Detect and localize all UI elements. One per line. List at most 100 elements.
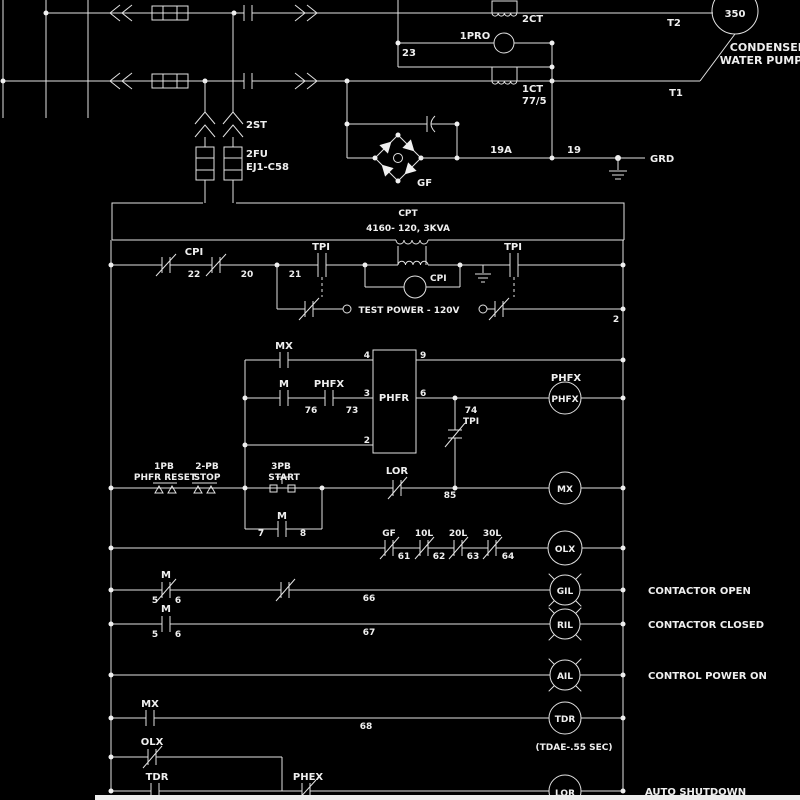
- wire-61: 61: [398, 552, 411, 562]
- 1ct-label: 1CT: [522, 84, 543, 95]
- wire-7: 7: [258, 529, 264, 539]
- 30l-label: 30L: [483, 529, 502, 539]
- wire-20: 20: [241, 270, 254, 280]
- ail-lamp-label: AIL: [557, 672, 573, 682]
- m78-label: M: [277, 511, 287, 522]
- gf-contact-label: GF: [382, 529, 396, 539]
- 2st-label: 2ST: [246, 120, 267, 131]
- current-transformer-1ct: 1CT 77/5: [491, 66, 547, 107]
- pb3-label: 3PB: [271, 462, 291, 472]
- test-nc-contact-1: [298, 297, 320, 321]
- tdr-time-note: (TDAE-.55 SEC): [536, 743, 613, 753]
- ril-pilot-lamp: RIL: [548, 607, 582, 641]
- olx-contact-label: OLX: [141, 737, 164, 748]
- phfr-section: MX M PHFX 76 73 PHFR 4 3 2 9 6: [242, 341, 626, 529]
- cpt-label: CPT: [398, 209, 418, 219]
- test-power-label: TEST POWER - 120V: [358, 306, 459, 316]
- phfr-term-3: 3: [364, 389, 370, 399]
- pb1-desc: PHFR RESET: [134, 473, 197, 483]
- gf-rectifier-bridge: GF: [347, 132, 432, 189]
- lor-tdr-label: TDR: [146, 772, 169, 783]
- ril-lamp-label: RIL: [557, 621, 573, 631]
- wire-19: 19: [567, 145, 581, 156]
- gil-m-label: M: [161, 570, 171, 581]
- pb2-label: 2-PB: [195, 462, 219, 472]
- tdr-coil-label: TDR: [555, 715, 576, 725]
- current-transformer-2ct: 2CT: [491, 0, 543, 25]
- phfx-coil-label: PHFX: [551, 395, 578, 405]
- ol-30l-contact: 30L: [482, 529, 503, 560]
- olx-nc-contact: OLX: [141, 737, 164, 769]
- rung-ail: AIL CONTROL POWER ON: [108, 658, 767, 692]
- wire-19a: 19A: [490, 145, 512, 156]
- drawout-breaker-chevrons: [109, 4, 318, 90]
- 2ct-label: 2CT: [522, 14, 543, 25]
- wire-74: 74: [465, 406, 478, 416]
- ground-wire-19: 19A 19 GRD: [421, 145, 674, 180]
- wire-22: 22: [188, 270, 201, 280]
- lor-desc: AUTO SHUTDOWN: [645, 787, 746, 798]
- pump-name-1: CONDENSER: [730, 41, 800, 54]
- 2fu-model: EJ1-C58: [246, 162, 289, 173]
- phfr-label: PHFR: [379, 393, 410, 404]
- wire-8: 8: [300, 529, 306, 539]
- ail-desc: CONTROL POWER ON: [648, 671, 767, 682]
- cpt-rating: 4160- 120, 3KVA: [366, 224, 450, 234]
- rung-olx: GF 61 10L 62 20L 63 30L 64 OLX: [108, 529, 626, 566]
- pb2-stop-button: 2-PB STOP: [192, 462, 221, 494]
- ground-symbol-icon: [609, 155, 627, 180]
- phfx-coil-title: PHFX: [551, 373, 582, 384]
- mx-no-contact: MX: [141, 699, 159, 726]
- 20l-label: 20L: [449, 529, 468, 539]
- tpi-b-label: TPI: [504, 242, 522, 253]
- rung-test-power: TEST POWER - 120V 2: [276, 265, 626, 325]
- wire-76: 76: [305, 406, 318, 416]
- 2fu-label: 2FU: [246, 149, 268, 160]
- ol-20l-contact: 20L: [448, 529, 469, 560]
- pump-name-2: WATER PUMP: [720, 54, 800, 67]
- ril-m-label: M: [161, 604, 171, 615]
- cpi-contact-label: CPI: [185, 247, 203, 258]
- rung-olx-branch: OLX: [108, 737, 283, 791]
- phfx-contact-label: PHFX: [314, 379, 345, 390]
- pb1-label: 1PB: [154, 462, 174, 472]
- wire-68: 68: [360, 722, 373, 732]
- phfr-term-2: 2: [364, 436, 370, 446]
- wire-85: 85: [444, 491, 457, 501]
- gil-lamp-label: GIL: [557, 587, 574, 597]
- gil-term-5: 5: [152, 596, 158, 606]
- rung-tdr: MX 68 TDR (TDAE-.55 SEC): [108, 699, 626, 753]
- ladder-bus-rails: [110, 240, 624, 791]
- aux-nc-contact: [275, 578, 296, 602]
- wire-64: 64: [502, 552, 515, 562]
- 10l-label: 10L: [415, 529, 434, 539]
- motor-hp: 350: [725, 9, 746, 20]
- m-contact-label: M: [279, 379, 289, 390]
- capacitor-branch: [344, 81, 460, 158]
- gil-term-6: 6: [175, 596, 181, 606]
- pb2-desc: STOP: [194, 473, 221, 483]
- lor-coil-label: LOR: [555, 789, 575, 799]
- lor-contact-label: LOR: [386, 466, 409, 477]
- wire-66: 66: [363, 594, 376, 604]
- phfx-coil-rail: PHFX PHFX: [416, 373, 626, 415]
- tdr-mx-label: MX: [141, 699, 159, 710]
- wire-62: 62: [433, 552, 446, 562]
- m-nc-contact: M 5 6: [152, 570, 181, 606]
- cpi-coil: CPI: [364, 265, 461, 299]
- t1-label: T1: [669, 88, 683, 99]
- gil-pilot-lamp: GIL: [548, 573, 582, 607]
- disconnect-2st: 2ST: [194, 13, 267, 147]
- ril-desc: CONTACTOR CLOSED: [648, 620, 764, 631]
- grd-label: GRD: [650, 154, 674, 165]
- feeder-bus-lines: [0, 0, 713, 118]
- ail-pilot-lamp: AIL: [548, 658, 582, 692]
- rung-gil: M 5 6 66 GIL CONTACTOR OPEN: [108, 570, 751, 607]
- lor-nc-contact: LOR: [386, 466, 409, 500]
- line-fuse-symbols: [151, 5, 253, 89]
- tpi-contact-a: [317, 253, 327, 297]
- phfr-term-6: 6: [420, 389, 426, 399]
- gf-nc-contact: GF: [379, 529, 400, 560]
- olx-coil-label: OLX: [555, 545, 575, 555]
